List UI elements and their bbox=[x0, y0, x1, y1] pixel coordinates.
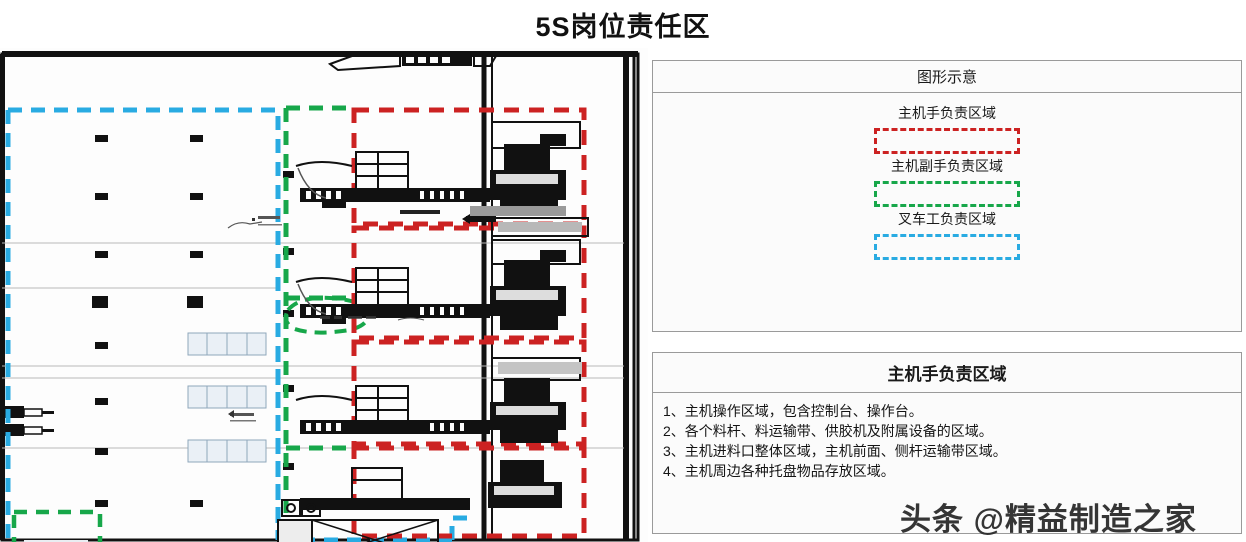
operator-zone-1 bbox=[351, 107, 587, 227]
legend-item-forklift: 叉车工负责区域 bbox=[874, 209, 1020, 260]
operator-zone-4 bbox=[351, 445, 587, 539]
machine-line-3 bbox=[295, 357, 582, 443]
legend-item-forklift-label: 叉车工负责区域 bbox=[898, 211, 996, 227]
duty-item: 4、主机周边各种托盘物品存放区域。 bbox=[663, 463, 895, 479]
red-dashed-box-icon bbox=[874, 128, 1020, 154]
duty-panel-header: 主机手负责区域 bbox=[653, 353, 1241, 393]
operator-zone-2 bbox=[351, 225, 587, 341]
duty-item-list: 1、主机操作区域，包含控制台、操作台。 2、各个料杆、料运输带、供胶机及附属设备… bbox=[653, 393, 1241, 481]
handwritten-annotation bbox=[320, 316, 376, 319]
dimension-annotations bbox=[227, 210, 496, 422]
legend-item-operator-label: 主机手负责区域 bbox=[898, 105, 996, 121]
duty-item: 3、主机进料口整体区域，主机前面、侧杆运输带区域。 bbox=[663, 443, 1007, 459]
legend-panel-title: 图形示意 bbox=[916, 69, 977, 86]
machine-line-2 bbox=[295, 239, 581, 330]
machine-line-4 bbox=[300, 460, 562, 510]
assistant-zone-lower bbox=[283, 295, 371, 335]
roof-structure bbox=[327, 54, 498, 72]
blue-dashed-box-icon bbox=[874, 234, 1020, 260]
assistant-zone-corner bbox=[11, 509, 103, 542]
operator-zone-3 bbox=[351, 339, 587, 447]
factory-floor-plan bbox=[0, 48, 648, 542]
machine-line-1 bbox=[295, 121, 589, 237]
green-dashed-box-icon bbox=[874, 181, 1020, 207]
legend-panel: 图形示意 主机手负责区域 主机副手负责区域 叉车工负责区域 bbox=[652, 60, 1242, 332]
legend-item-assistant-label: 主机副手负责区域 bbox=[891, 158, 1003, 174]
building-walls bbox=[0, 51, 640, 542]
duty-item: 1、主机操作区域，包含控制台、操作台。 bbox=[663, 403, 923, 419]
duty-item: 2、各个料杆、料运输带、供胶机及附属设备的区域。 bbox=[663, 423, 993, 439]
page-title-bar: 5S岗位责任区 bbox=[0, 0, 1246, 48]
page-title: 5S岗位责任区 bbox=[535, 11, 711, 42]
duty-panel-title: 主机手负责区域 bbox=[887, 365, 1007, 384]
legend-item-assistant: 主机副手负责区域 bbox=[874, 156, 1020, 207]
floor-plan-drawing bbox=[0, 48, 648, 542]
shelving-racks bbox=[187, 332, 267, 463]
legend-panel-header: 图形示意 bbox=[653, 61, 1241, 93]
legend-list: 主机手负责区域 主机副手负责区域 叉车工负责区域 bbox=[653, 93, 1241, 260]
legend-item-operator: 主机手负责区域 bbox=[874, 103, 1020, 154]
duty-description-panel: 主机手负责区域 1、主机操作区域，包含控制台、操作台。 2、各个料杆、料运输带、… bbox=[652, 352, 1242, 534]
bottom-machine-unit bbox=[277, 499, 439, 542]
